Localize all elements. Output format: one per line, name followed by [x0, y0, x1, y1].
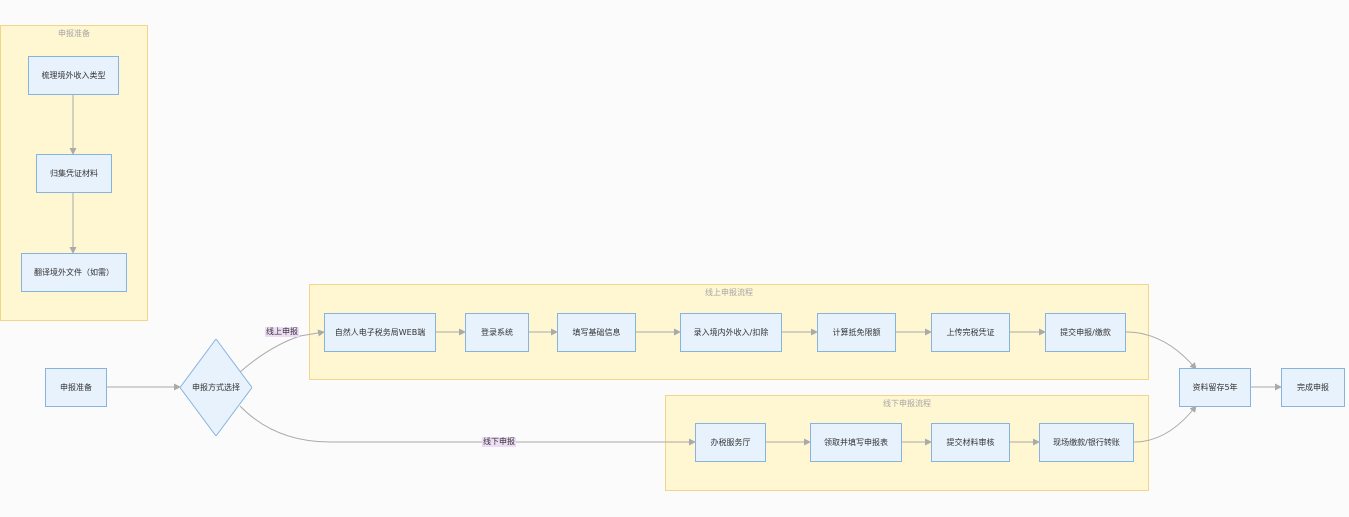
- node-collect-docs[interactable]: 归集凭证材料: [36, 154, 112, 193]
- node-tax-hall[interactable]: 办税服务厅: [695, 423, 766, 462]
- node-sort-income[interactable]: 梳理境外收入类型: [28, 56, 119, 95]
- node-done[interactable]: 完成申报: [1281, 368, 1345, 407]
- cluster-offline-title: 线下申报流程: [883, 399, 931, 408]
- edge-submit-to-retain: [1125, 331, 1197, 370]
- node-choose-method-shape[interactable]: [180, 339, 252, 436]
- node-prep-start[interactable]: 申报准备: [45, 368, 107, 407]
- node-translate[interactable]: 翻译境外文件（如需）: [21, 253, 127, 292]
- node-login[interactable]: 登录系统: [465, 313, 529, 352]
- node-calc-credit[interactable]: 计算抵免限额: [817, 313, 896, 352]
- edge-label-offline: 线下申报: [482, 437, 516, 447]
- edge-pay-to-retain: [1133, 405, 1197, 443]
- node-fill-basic[interactable]: 填写基础信息: [557, 313, 636, 352]
- edge-choose-to-online: [239, 329, 325, 373]
- cluster-prep-title: 申报准备: [58, 29, 90, 38]
- node-submit-pay[interactable]: 提交申报/缴款: [1045, 313, 1126, 352]
- edge-choose-to-offline: [239, 405, 696, 446]
- node-onsite-pay[interactable]: 现场缴款/银行转账: [1039, 423, 1134, 462]
- node-upload-proof[interactable]: 上传完税凭证: [931, 313, 1010, 352]
- node-enter-income[interactable]: 录入境内外收入/扣除: [680, 313, 782, 352]
- node-retain[interactable]: 资料留存5年: [1179, 368, 1251, 407]
- node-choose-method-label: 申报方式选择: [192, 383, 240, 392]
- edge-label-online: 线上申报: [265, 327, 299, 337]
- cluster-online-title: 线上申报流程: [705, 288, 753, 297]
- node-get-form[interactable]: 领取并填写申报表: [810, 423, 902, 462]
- node-submit-review[interactable]: 提交材料审核: [931, 423, 1010, 462]
- node-web-portal[interactable]: 自然人电子税务局WEB端: [324, 313, 436, 352]
